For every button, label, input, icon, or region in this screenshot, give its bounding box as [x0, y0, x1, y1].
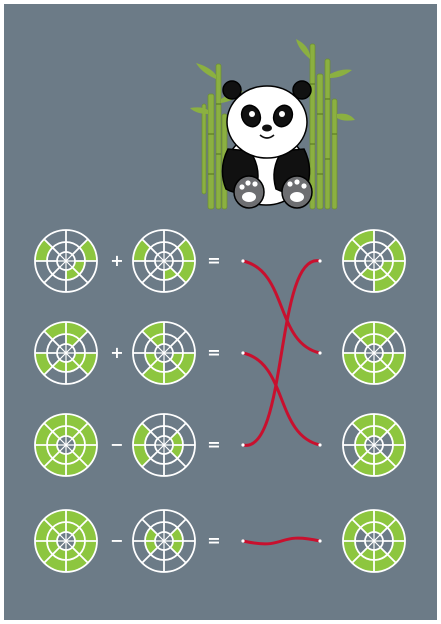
answer-wheel [341, 412, 407, 478]
match-line[interactable] [243, 261, 320, 446]
match-line[interactable] [243, 261, 320, 353]
answer-wheel [341, 508, 407, 574]
operator-symbol: + [107, 251, 127, 271]
left-wheel [33, 508, 99, 574]
line-endpoint[interactable] [241, 539, 244, 542]
operator-symbol: − [107, 531, 127, 551]
right-wheel [131, 228, 197, 294]
answer-wheel [341, 228, 407, 294]
right-wheel [131, 412, 197, 478]
match-line[interactable] [243, 538, 320, 544]
equals-symbol: = [204, 435, 224, 455]
left-wheel [33, 320, 99, 386]
game-board: + = + = − = − = [4, 4, 437, 620]
line-endpoint[interactable] [318, 539, 321, 542]
line-endpoint[interactable] [241, 259, 244, 262]
operator-symbol: − [107, 435, 127, 455]
line-endpoint[interactable] [241, 443, 244, 446]
equals-symbol: = [204, 343, 224, 363]
right-wheel [131, 508, 197, 574]
line-endpoint[interactable] [318, 351, 321, 354]
right-wheel [131, 320, 197, 386]
operator-symbol: + [107, 343, 127, 363]
line-endpoint[interactable] [318, 443, 321, 446]
answer-wheel [341, 320, 407, 386]
line-endpoint[interactable] [241, 351, 244, 354]
match-line[interactable] [243, 353, 320, 445]
left-wheel [33, 228, 99, 294]
line-endpoint[interactable] [318, 259, 321, 262]
left-wheel [33, 412, 99, 478]
equals-symbol: = [204, 251, 224, 271]
equals-symbol: = [204, 531, 224, 551]
